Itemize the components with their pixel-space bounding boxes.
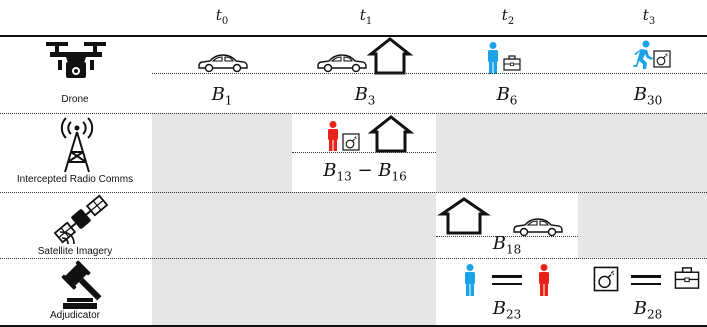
bottom-rule — [0, 325, 707, 327]
header-rule — [0, 35, 707, 37]
briefcase-icon — [674, 266, 700, 290]
car-icon — [512, 217, 564, 237]
running-person-icon — [632, 40, 654, 70]
bomb-icon — [653, 50, 671, 68]
house-icon — [367, 114, 415, 154]
person-icon — [326, 121, 340, 151]
time-label-t3: t3 — [642, 6, 656, 27]
equals-sign — [631, 273, 661, 287]
belief-label-drone-t1: B3 — [354, 84, 376, 108]
row-label-drone: Drone — [61, 94, 89, 105]
belief-label-drone-t3: B30 — [633, 84, 663, 108]
inactive-cell — [436, 113, 707, 192]
inactive-cell — [152, 192, 436, 258]
row-label-adjudicator: Adjudicator — [49, 310, 101, 321]
time-label-t0: t0 — [215, 6, 229, 27]
satellite-icon — [53, 194, 109, 245]
time-label-t2: t2 — [501, 6, 515, 27]
row-divider — [0, 258, 707, 259]
person-icon — [486, 42, 500, 74]
row-label-radio: Intercepted Radio Comms — [16, 174, 134, 185]
underline-satellite — [436, 236, 578, 237]
gavel-icon — [57, 260, 102, 310]
belief-label-drone-t2: B6 — [496, 84, 518, 108]
house-icon — [437, 196, 491, 236]
belief-label-drone-t0: B1 — [211, 84, 233, 108]
radio-tower-icon — [60, 116, 94, 174]
inactive-cell — [152, 113, 292, 192]
row-divider — [0, 113, 707, 114]
underline-radio — [292, 152, 436, 153]
person-icon — [537, 264, 551, 296]
bomb-icon — [593, 266, 619, 292]
briefcase-icon — [503, 55, 521, 71]
inactive-cell — [578, 192, 707, 258]
person-icon — [463, 264, 477, 296]
drone-icon — [44, 40, 108, 82]
time-label-t1: t1 — [359, 6, 373, 27]
car-icon — [316, 53, 368, 73]
row-label-satellite: Satellite Imagery — [37, 246, 113, 257]
belief-label-adjudicator-t2: B23 — [492, 298, 522, 322]
house-icon — [366, 36, 414, 76]
belief-label-adjudicator-t3: B28 — [633, 298, 663, 322]
belief-label-satellite-t2: B18 — [492, 233, 522, 257]
inactive-cell — [152, 258, 436, 325]
underline-drone — [152, 73, 707, 74]
equals-sign — [492, 273, 522, 287]
car-icon — [197, 53, 249, 73]
row-divider — [0, 192, 707, 193]
bomb-icon — [342, 133, 360, 151]
belief-label-radio-t1: B13 − B16 — [323, 160, 407, 184]
